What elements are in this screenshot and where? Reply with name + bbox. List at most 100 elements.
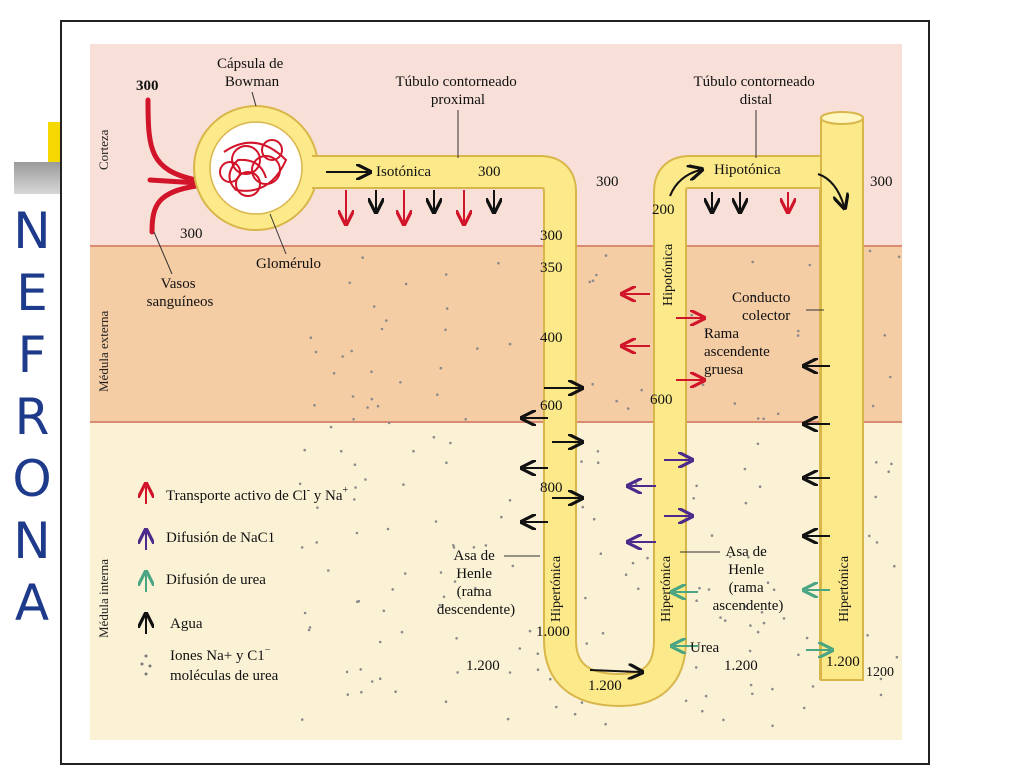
legend: Transporte activo de Cl- y Na+ Difusión … <box>141 485 349 684</box>
ion-dot <box>511 564 515 568</box>
title-shadow-bar <box>14 162 64 194</box>
ion-dot <box>327 569 330 572</box>
osmolarity-label: 400 <box>540 330 563 346</box>
ion-dot <box>452 544 455 547</box>
ion-dot <box>508 342 512 346</box>
nacl-arrows <box>630 460 690 542</box>
tcp-label: Túbulo contorneado proximal <box>396 74 521 108</box>
ion-dot <box>484 544 488 547</box>
ion-dot <box>871 404 875 408</box>
descending-water-arrows <box>524 388 580 522</box>
ion-dot <box>449 441 452 445</box>
side-letter: R <box>14 388 50 446</box>
ion-dot <box>704 694 708 698</box>
ion-dot <box>631 561 635 565</box>
osmolarity-label: 300 <box>596 174 619 190</box>
legend-agua: Agua <box>170 616 203 632</box>
ion-dot <box>400 630 404 634</box>
isotonica-label: Isotónica <box>376 164 431 180</box>
ion-dot <box>599 552 603 555</box>
leader-line <box>251 91 257 107</box>
ion-dot <box>456 671 459 674</box>
ion-dot <box>353 463 357 467</box>
leader-line <box>153 231 173 275</box>
osmolarity-label: 300 <box>180 226 203 242</box>
ion-dot <box>771 724 774 728</box>
zone-label-corteza: Corteza <box>96 129 111 170</box>
ion-dot <box>316 506 319 510</box>
ion-dot <box>762 621 766 625</box>
water-arrow <box>817 173 844 206</box>
ion-dot <box>751 260 754 264</box>
ion-dot <box>399 381 402 384</box>
ion-dot <box>756 417 760 420</box>
ion-dot <box>874 495 877 499</box>
rama-gruesa-label: Rama ascendente gruesa <box>704 326 774 378</box>
ion-dot <box>385 319 388 322</box>
ion-dot <box>751 692 754 696</box>
ion-dot <box>895 655 899 659</box>
ion-dot <box>754 348 758 352</box>
collecting-duct-top <box>820 111 864 125</box>
urea-label: Urea <box>690 640 719 656</box>
ion-dot <box>808 263 812 267</box>
ion-dot <box>778 313 782 316</box>
osmolarity-label: 1.200 <box>466 658 500 674</box>
ion-dot <box>346 693 350 696</box>
ion-dot <box>796 334 800 337</box>
leader-line <box>269 213 287 255</box>
ion-dot <box>445 307 449 310</box>
ion-dot <box>868 534 871 538</box>
ion-dot <box>300 546 304 549</box>
ion-dot <box>758 485 762 489</box>
legend-difusion-urea: Difusión de urea <box>166 572 266 588</box>
ion-dot <box>474 586 477 590</box>
hipotonica-top-label: Hipotónica <box>714 162 781 178</box>
legend-difusion-nacl: Difusión de NaC1 <box>166 530 275 546</box>
ion-dot <box>704 329 708 333</box>
ion-dot <box>300 718 304 721</box>
ion-dot <box>309 336 313 340</box>
ion-dot <box>749 683 753 687</box>
osmolarity-label: 350 <box>540 260 563 276</box>
ion-dot <box>303 448 307 452</box>
ion-dot <box>866 634 869 637</box>
hipertonica-desc: Hipertónica <box>549 555 564 622</box>
ion-dot <box>733 402 737 405</box>
ion-dot <box>476 347 479 350</box>
ion-dot <box>387 421 391 425</box>
ion-dot <box>464 418 468 421</box>
ion-dot <box>351 395 355 398</box>
ion-dot <box>604 722 607 726</box>
ion-dot <box>357 599 361 603</box>
ion-dot <box>640 388 643 392</box>
ion-dot <box>444 273 448 276</box>
ion-dot <box>391 588 395 591</box>
ion-dot <box>404 282 408 286</box>
ion-dot <box>359 668 363 671</box>
ion-dot <box>370 680 374 683</box>
ion-dot <box>315 541 319 544</box>
ion-dot <box>573 712 577 716</box>
ion-dot <box>298 482 302 486</box>
ascending-arrows <box>624 294 702 380</box>
ion-dot <box>508 671 512 674</box>
ion-dot <box>797 653 800 657</box>
hipotonica-vertical: Hipotónica <box>661 243 676 306</box>
ion-dot <box>760 611 764 614</box>
ion-dot <box>695 599 698 602</box>
ion-dot <box>528 629 532 633</box>
ion-dot <box>805 636 809 640</box>
ion-dot <box>436 393 439 397</box>
ion-dot <box>584 596 587 600</box>
ion-dot <box>339 449 343 453</box>
ion-dot <box>698 586 701 590</box>
ion-dot <box>434 520 438 523</box>
ion-dot <box>303 611 307 615</box>
ion-dot <box>690 314 693 317</box>
ion-dot <box>341 355 345 358</box>
ion-dot <box>497 261 500 265</box>
osmolarity-label: 1.000 <box>536 624 570 640</box>
ion-dot <box>372 305 376 308</box>
ion-dot <box>695 484 698 488</box>
